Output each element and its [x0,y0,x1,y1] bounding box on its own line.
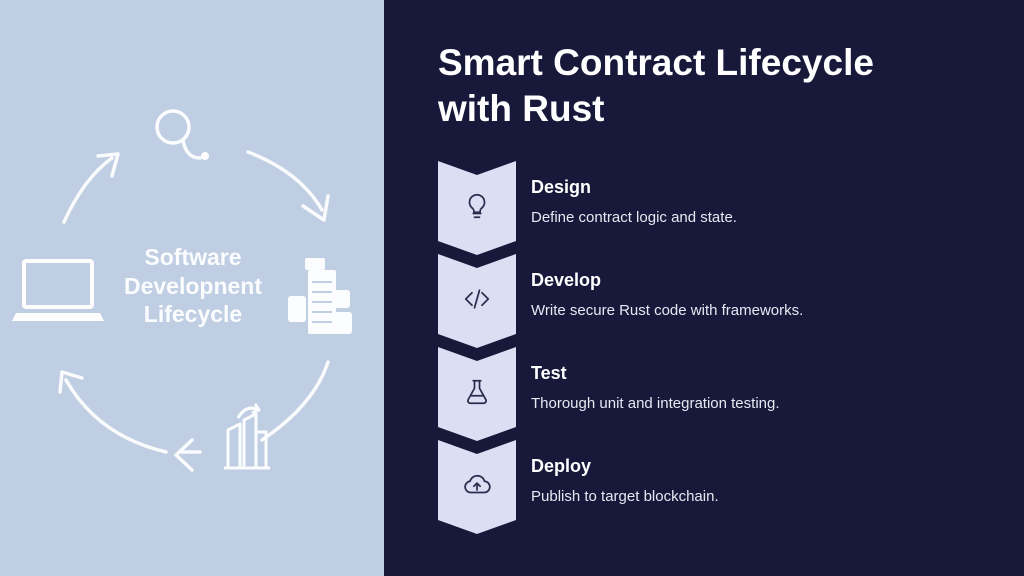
step-description: Thorough unit and integration testing. [531,395,780,412]
search-icon [155,109,202,160]
step-test: Test Thorough unit and integration testi… [438,347,998,441]
step-description: Define contract logic and state. [531,209,737,226]
lifecycle-label-line: Software [144,244,242,270]
step-title: Test [531,363,567,383]
page-title-line: with Rust [438,88,605,129]
step-develop: Develop Write secure Rust code with fram… [438,254,998,348]
lifecycle-label-line: Developnent [123,272,263,299]
lightbulb-icon [468,193,486,219]
cycle-arrowhead-top-right [301,194,330,222]
page-title: Smart Contract Lifecycle with Rust [438,40,998,132]
flask-icon [467,379,487,405]
step-deploy: Deploy Publish to target blockchain. [438,440,998,534]
cycle-arrow-right-lower [260,360,330,442]
cycle-arrowhead-top-left [96,152,120,178]
step-title: Design [531,177,592,197]
step-description: Publish to target blockchain. [531,488,719,505]
cycle-arrow-top-right [246,150,324,212]
chevron-shape [438,161,516,255]
cycle-arrow-top-left [62,156,114,224]
step-description: Write secure Rust code with frameworks. [531,302,804,319]
lifecycle-label-line: Lifecycle [143,301,243,327]
lifecycle-label: Software Developnent Lifecycle [105,243,281,329]
laptop-icon [12,259,104,321]
cloud-upload-icon [464,474,491,494]
page-title-line: Smart Contract Lifecycle [438,42,874,83]
step-title: Deploy [531,456,592,476]
cycle-arrowhead-bottom [174,438,194,472]
cycle-arrowhead-left-lower [58,370,84,394]
step-design: Design Define contract logic and state. [438,161,998,255]
lifecycle-cycle-graphic [12,109,352,472]
cycle-arrow-left-lower [64,378,168,454]
chevron-shape [438,347,516,441]
code-icon [464,289,490,309]
lifecycle-illustration: Software Developnent Lifecycle [0,0,384,576]
step-title: Develop [531,270,602,290]
office-icon [224,403,270,470]
